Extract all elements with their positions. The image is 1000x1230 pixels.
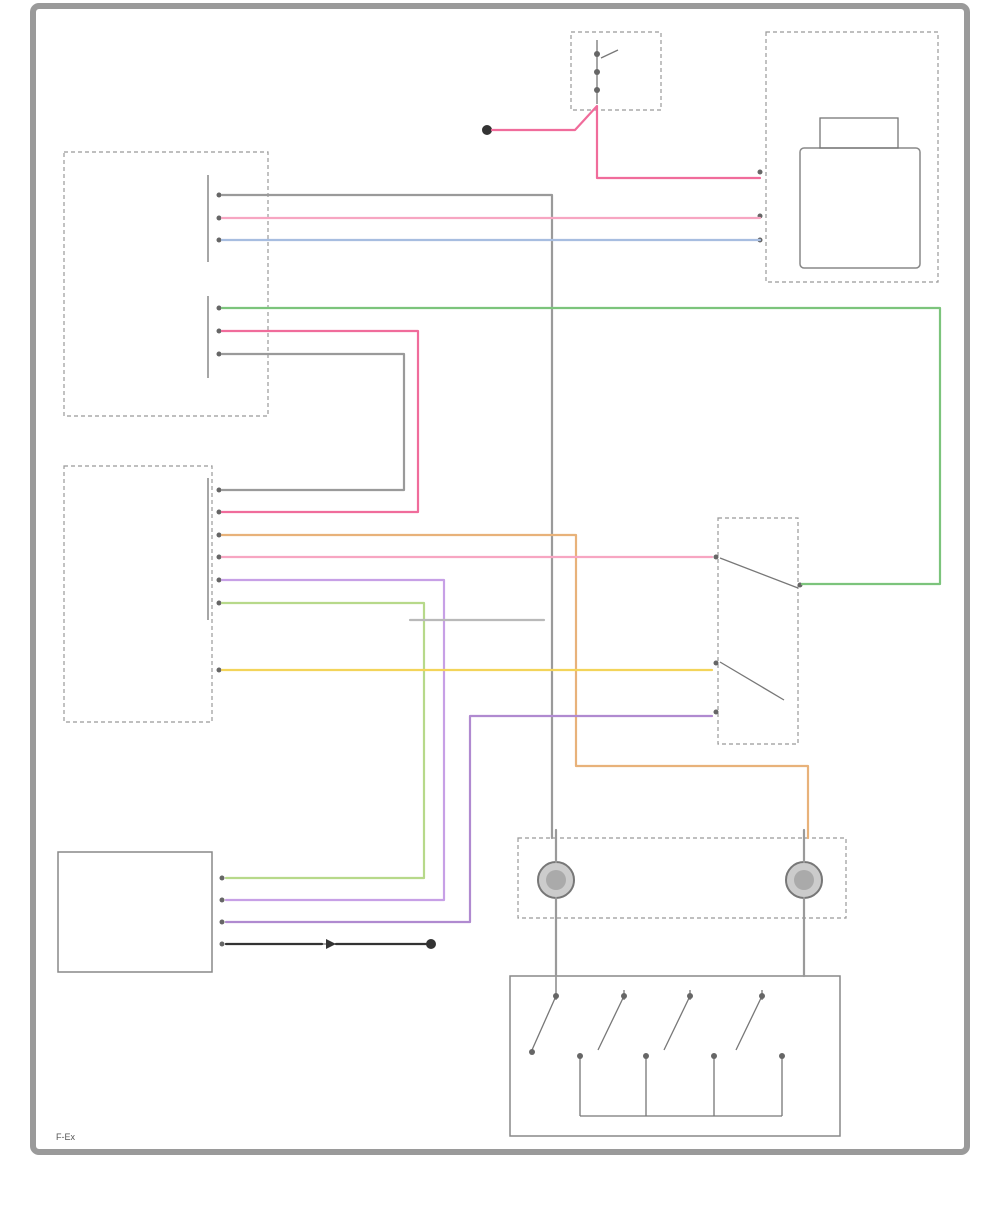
diagram-frame [30,3,970,1155]
wire-pink-top [490,104,762,180]
bottom-switch-pack [509,940,841,1137]
left-middle-module [63,465,222,723]
wire-lightgreen [220,601,426,880]
wire-purple [224,714,714,924]
splice-dot-top [482,125,492,135]
top-switch-module [570,31,662,111]
wire-green [220,306,942,586]
top-right-module [757,31,939,283]
wire-pink-loop [220,329,420,514]
footer-code: F-Ex [56,1132,75,1142]
right-switch [713,517,803,745]
wire-violet [220,578,446,902]
clockspring-connector [517,837,847,919]
wire-gray-loop [220,352,406,492]
left-bottom-module [57,851,225,973]
wire-orange [220,533,810,840]
left-upper-module [63,151,269,417]
ground-dot [426,939,436,949]
wire-gray-1 [220,193,554,840]
